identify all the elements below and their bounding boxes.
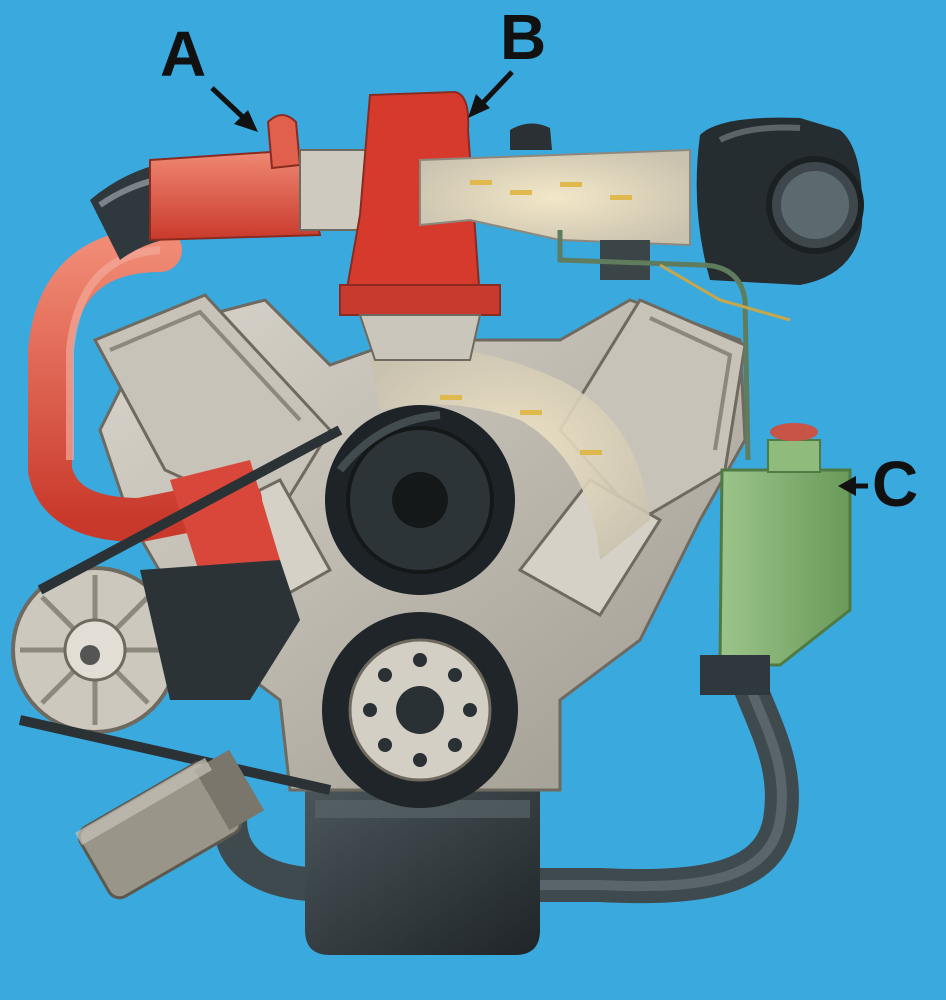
callout-label-b: B: [500, 1, 547, 73]
reservoir-neck: [767, 439, 821, 473]
oil-feed-line: [557, 230, 751, 461]
wastegate: [266, 114, 302, 170]
arrow-c-icon: [838, 476, 868, 496]
arrow-b-icon: [468, 70, 514, 118]
drive-belt: [18, 425, 343, 795]
reservoir-cap: [770, 423, 818, 441]
starter-motor: [75, 749, 265, 900]
intake-airflow: [370, 348, 650, 560]
oil-pan: [305, 790, 540, 955]
callout-label-a: A: [160, 18, 207, 90]
airflow-arrows: [440, 180, 632, 455]
callout-label-c: C: [872, 448, 919, 520]
turbine-housing: [149, 148, 322, 242]
alternator-bracket: [140, 560, 300, 700]
pulley-bolts: [363, 653, 477, 767]
arrow-a-icon: [210, 86, 258, 132]
exhaust-port: [170, 460, 280, 575]
oil-reservoir: [718, 468, 852, 667]
exhaust-manifold: [28, 228, 262, 543]
